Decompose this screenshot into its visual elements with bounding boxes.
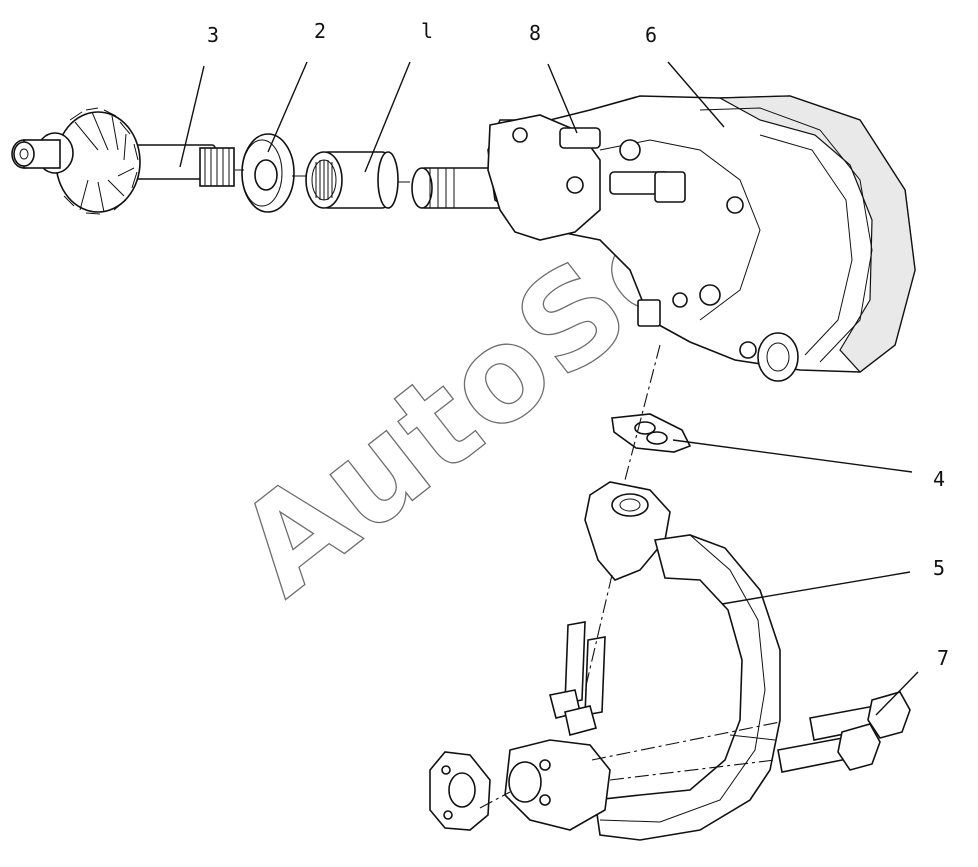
callout-6: 6 [645, 23, 657, 47]
washer-part [241, 133, 295, 213]
mounting-bolts-part [777, 691, 911, 773]
callout-5: 5 [933, 556, 945, 580]
callout-3: 3 [207, 23, 219, 47]
callout-2: 2 [314, 19, 326, 43]
flange-bolt-pair [549, 621, 606, 736]
callout-7: 7 [937, 646, 949, 670]
oil-pump-assembly [411, 95, 916, 382]
callout-4: 4 [933, 467, 945, 491]
callout-8: 8 [529, 21, 541, 45]
suction-pipe-part [429, 481, 781, 841]
bushing-part [305, 151, 399, 209]
gasket-part [611, 413, 692, 453]
gear-shaft-part [11, 107, 235, 215]
callout-1: l [421, 19, 433, 43]
